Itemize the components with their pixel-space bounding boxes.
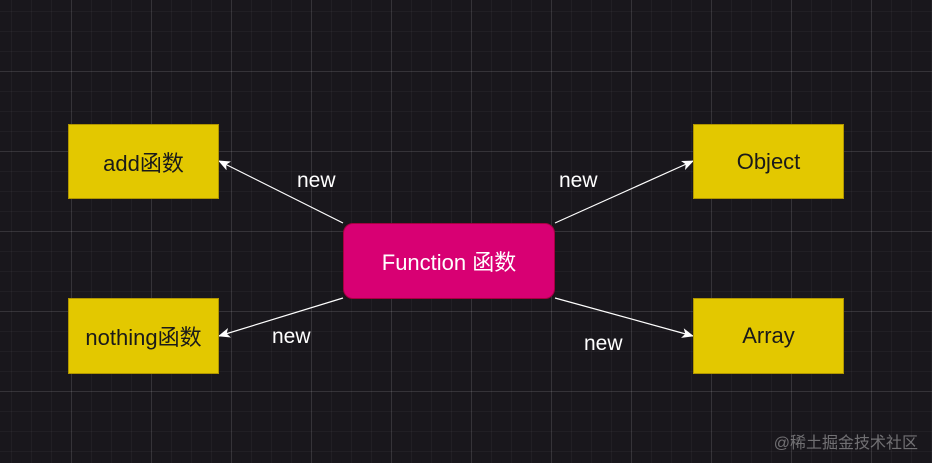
node-object[interactable]: Object (693, 124, 844, 199)
node-nothing-function[interactable]: nothing函数 (68, 298, 219, 374)
edge-arrow-object (554, 160, 694, 224)
edge-arrow-array (554, 297, 694, 338)
edge-arrow-add (218, 160, 344, 224)
edge-label-object: new (559, 169, 598, 192)
node-function-hub[interactable]: Function 函数 (343, 223, 555, 299)
node-nothing-function-label: nothing函数 (85, 325, 202, 350)
node-object-label: Object (736, 148, 801, 174)
edge-label-array: new (584, 332, 623, 355)
node-array[interactable]: Array (693, 298, 844, 374)
node-add-function[interactable]: add函数 (68, 124, 219, 199)
edge-label-nothing: new (272, 325, 311, 348)
edge-arrow-nothing (218, 297, 344, 338)
node-add-function-label: add函数 (103, 150, 184, 176)
watermark-text: @稀土掘金技术社区 (773, 435, 918, 452)
node-array-label: Array (742, 323, 795, 348)
node-function-hub-label: Function 函数 (381, 250, 517, 275)
edge-label-add: new (297, 169, 336, 192)
